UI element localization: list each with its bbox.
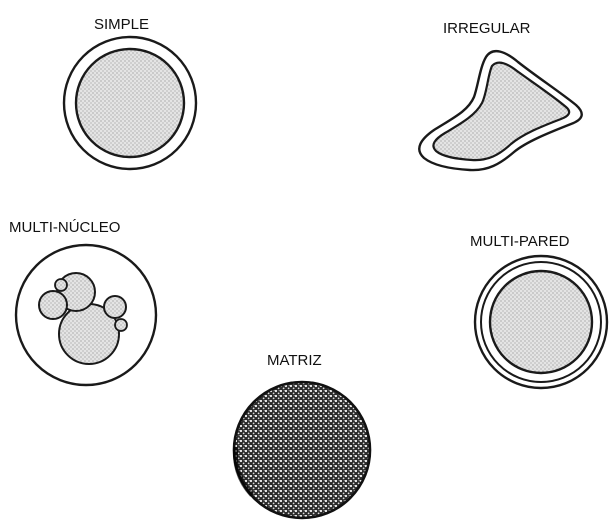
multi-nucleo-core-right [104,296,126,318]
multi-nucleo-core-small-2 [115,319,127,331]
label-simple: SIMPLE [94,16,149,33]
label-multi-pared: MULTI-PARED [470,233,569,250]
label-multi-nucleo: MULTI-NÚCLEO [9,219,120,236]
multi-nucleo-capsule [16,245,156,385]
label-irregular: IRREGULAR [443,20,531,37]
label-matriz: MATRIZ [267,352,322,369]
irregular-capsule [419,51,581,170]
multi-nucleo-core-small-1 [55,279,67,291]
matriz-capsule-body [234,382,370,518]
multi-pared-capsule [475,256,607,388]
multi-pared-core [490,271,592,373]
simple-capsule [64,37,196,169]
multi-nucleo-core-left [39,291,67,319]
matriz-capsule [234,382,370,518]
irregular-capsule-core [433,63,569,160]
simple-capsule-core [76,49,184,157]
